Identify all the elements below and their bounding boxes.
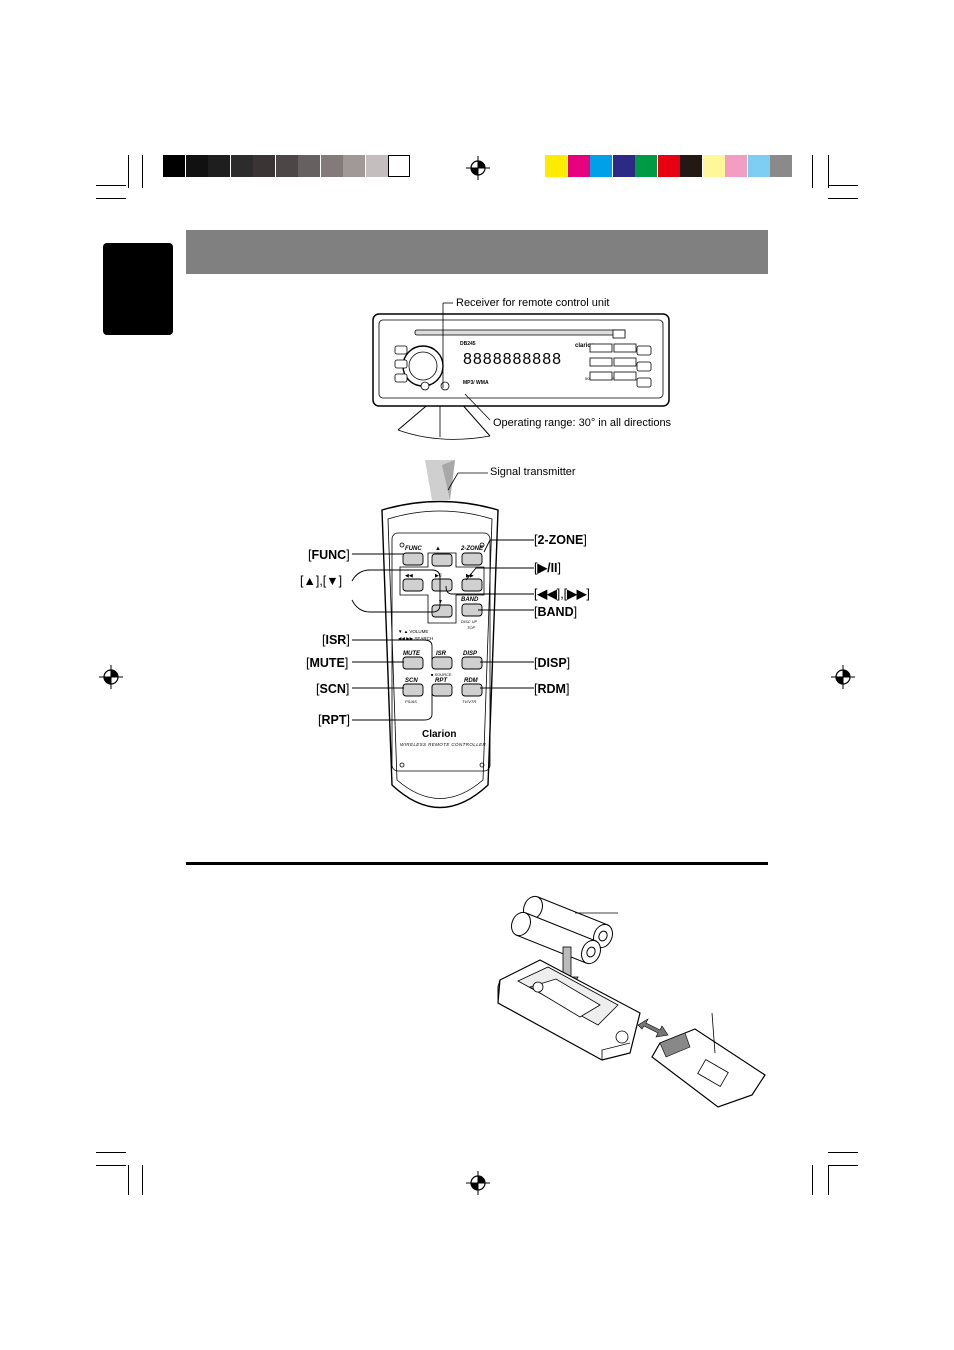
section-header-bar: [186, 230, 768, 274]
svg-text:■ SOURCE: ■ SOURCE: [431, 672, 452, 677]
receiver-caption: Receiver for remote control unit: [456, 297, 610, 309]
callout-func: [FUNC]: [308, 548, 350, 562]
calibration-swatch: [567, 155, 590, 177]
svg-text:DB245: DB245: [460, 341, 476, 347]
calibration-swatch: [635, 155, 657, 177]
callout-2-zone: [2-ZONE]: [534, 533, 587, 547]
callout-leaders: [351, 539, 534, 721]
calibration-swatch: [365, 155, 388, 177]
calibration-swatch: [770, 155, 792, 177]
registration-target-icon: [466, 1171, 490, 1195]
calibration-swatch: [320, 155, 343, 177]
calibration-swatch: [702, 155, 725, 177]
head-unit-illustration: DB245 8888888888 clarion MP3/ WMA 50W x …: [372, 302, 670, 440]
calibration-swatch: [343, 155, 365, 177]
svg-text:TV/VTR: TV/VTR: [462, 699, 476, 704]
svg-text:◀◀: ◀◀: [405, 573, 413, 579]
calibration-swatch: [590, 155, 612, 177]
svg-text:PS/AS: PS/AS: [405, 699, 417, 704]
calibration-swatch: [163, 155, 185, 177]
callout-skip: [◀◀],[▶▶]: [534, 587, 590, 601]
registration-target-icon: [99, 665, 123, 689]
calibration-swatch: [612, 155, 635, 177]
svg-text:◀◀ ▶▶ SEARCH: ◀◀ ▶▶ SEARCH: [398, 636, 433, 641]
calibration-swatch: [185, 155, 208, 177]
callout-isr: [ISR]: [322, 633, 350, 647]
registration-target-icon: [831, 665, 855, 689]
calibration-swatch: [725, 155, 747, 177]
svg-text:▲: ▲: [435, 546, 441, 552]
calibration-swatch: [275, 155, 298, 177]
calibration-swatch: [657, 155, 680, 177]
battery-replacement-illustration: [497, 895, 766, 1108]
svg-text:RDM: RDM: [464, 678, 479, 684]
callout-scn: [SCN]: [316, 682, 350, 696]
language-tab: [103, 243, 173, 335]
svg-text:▼ ▲ VOLUME: ▼ ▲ VOLUME: [398, 629, 428, 634]
callout-disp: [DISP]: [534, 656, 571, 670]
svg-text:WIRELESS REMOTE CONTROLLER: WIRELESS REMOTE CONTROLLER: [400, 742, 487, 747]
callout-up-down: [▲],[▼]: [300, 574, 343, 588]
callout-rpt: [RPT]: [318, 713, 350, 727]
registration-target-icon: [466, 156, 490, 180]
svg-text:TOP: TOP: [467, 625, 475, 630]
svg-text:RPT: RPT: [435, 678, 448, 684]
svg-text:MUTE: MUTE: [403, 651, 421, 657]
calibration-swatch: [230, 155, 253, 177]
svg-text:▶▶: ▶▶: [466, 573, 474, 579]
operating-range-caption: Operating range: 30° in all directions: [493, 417, 672, 429]
signal-transmitter-caption: Signal transmitter: [490, 466, 576, 478]
callout-mute: [MUTE]: [306, 656, 349, 670]
callout-rdm: [RDM]: [534, 682, 570, 696]
svg-text:▼: ▼: [438, 599, 443, 605]
svg-text:Clarion: Clarion: [422, 729, 456, 740]
svg-text:ISR: ISR: [436, 651, 447, 657]
svg-text:clarion: clarion: [575, 343, 595, 349]
calibration-swatch: [388, 155, 410, 177]
svg-text:DISP: DISP: [463, 651, 478, 657]
calibration-swatch: [298, 155, 320, 177]
calibration-swatch: [545, 155, 567, 177]
svg-text:8888888888: 8888888888: [463, 351, 562, 368]
callout-play-pause: [▶/II]: [534, 561, 562, 575]
calibration-swatch: [680, 155, 702, 177]
svg-text:FUNC: FUNC: [405, 546, 422, 552]
svg-text:BAND: BAND: [461, 597, 479, 603]
svg-text:▶II: ▶II: [435, 573, 442, 579]
remote-control-illustration: FUNC ▲ 2-ZONE ◀◀ ▶II ▶▶ ▼ BAND DISC UP T…: [381, 460, 499, 809]
calibration-swatch: [253, 155, 275, 177]
svg-text:SCN: SCN: [405, 678, 418, 684]
svg-text:DISC UP: DISC UP: [461, 619, 478, 624]
section-divider: [186, 862, 768, 865]
callout-band: [BAND]: [534, 605, 578, 619]
calibration-swatch: [208, 155, 230, 177]
svg-text:MP3/ WMA: MP3/ WMA: [463, 380, 489, 386]
svg-text:2-ZONE: 2-ZONE: [460, 546, 484, 552]
calibration-swatch: [747, 155, 770, 177]
